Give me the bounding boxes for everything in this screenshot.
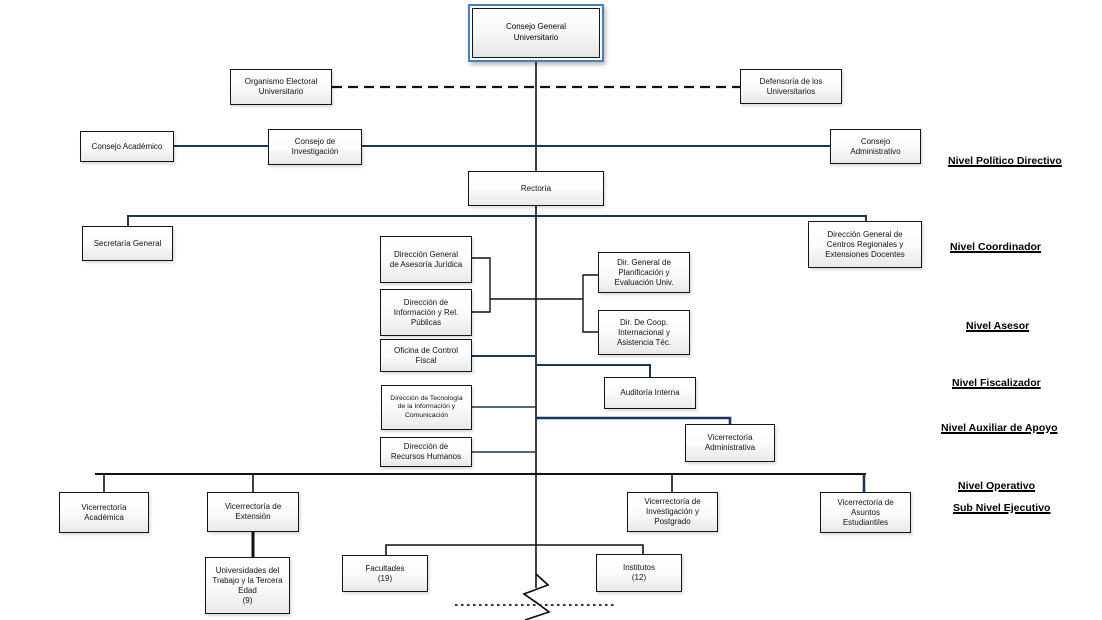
- node-auditoria-interna: Auditoría Interna: [604, 377, 696, 409]
- bracket-left-asesor: [472, 257, 491, 313]
- connector-coordinador-row: [127, 215, 867, 227]
- bracket-right-asesor: [582, 274, 598, 333]
- node-planificacion-evaluacion: Dir. General de Planificación y Evaluaci…: [598, 252, 690, 293]
- node-universidades-trabajo: Universidades del Trabajo y la Tercera E…: [205, 557, 290, 614]
- node-asesoria-juridica: Dirección General de Asesoría Jurídica: [380, 236, 472, 283]
- node-vicerrectoria-extension: Vicerrectoría de Extensión: [207, 492, 299, 532]
- node-defensoria-universitarios: Defensoría de los Universitarios: [740, 69, 842, 104]
- node-rectoria: Rectoría: [468, 171, 604, 206]
- node-label: Consejo General Universitario: [472, 8, 600, 58]
- level-label-coordinador: Nivel Coordinador: [950, 241, 1042, 253]
- connector-auditoria: [536, 364, 651, 377]
- level-label-asesor: Nivel Asesor: [966, 320, 1030, 332]
- node-secretaria-general: Secretaría General: [82, 226, 173, 261]
- level-label-auxiliar-apoyo: Nivel Auxiliar de Apoyo: [941, 422, 1058, 434]
- connector-vicerrectoria-administrativa: [536, 416, 732, 424]
- node-consejo-administrativo: Consejo Administrativo: [830, 129, 921, 164]
- line-break-icon: [522, 573, 551, 620]
- node-informacion-rel-publicas: Dirección de Información y Rel. Públicas: [380, 289, 472, 336]
- level-label-politico-directivo: Nivel Político Directivo: [948, 155, 1062, 167]
- node-organismo-electoral: Organismo Electoral Universitario: [230, 69, 332, 105]
- level-label-operativo: Nivel Operativo: [958, 480, 1036, 492]
- node-recursos-humanos: Dirección de Recursos Humanos: [380, 437, 472, 467]
- node-tecnologia-informacion: Dirección de Tecnología de la Informació…: [381, 385, 472, 430]
- level-label-sub-ejecutivo: Sub Nivel Ejecutivo: [953, 502, 1051, 514]
- node-consejo-academico: Consejo Académico: [80, 131, 174, 162]
- connector-facultades-institutos: [385, 544, 644, 555]
- node-consejo-general-universitario: Consejo General Universitario: [468, 4, 604, 62]
- node-vicerrectoria-asuntos: Vicerrectoría de Asuntos Estudiantiles: [820, 492, 911, 533]
- node-consejo-investigacion: Consejo de Investigación: [268, 129, 362, 165]
- node-facultades: Facultades (19): [342, 555, 428, 592]
- node-vicerrectoria-administrativa: Vicerrectoría Administrativa: [685, 424, 775, 462]
- node-control-fiscal: Oficina de Control Fiscal: [380, 339, 472, 372]
- node-vicerrectoria-academica: Vicerrectoría Académica: [59, 492, 149, 533]
- node-institutos: Institutos (12): [596, 554, 682, 592]
- node-coop-internacional: Dir. De Coop. Internacional y Asistencia…: [598, 310, 690, 355]
- node-vicerrectoria-investigacion: Vicerrectoría de Investigación y Postgra…: [627, 492, 718, 532]
- node-centros-regionales: Dirección General de Centros Regionales …: [808, 221, 922, 268]
- level-label-fiscalizador: Nivel Fiscalizador: [952, 377, 1041, 389]
